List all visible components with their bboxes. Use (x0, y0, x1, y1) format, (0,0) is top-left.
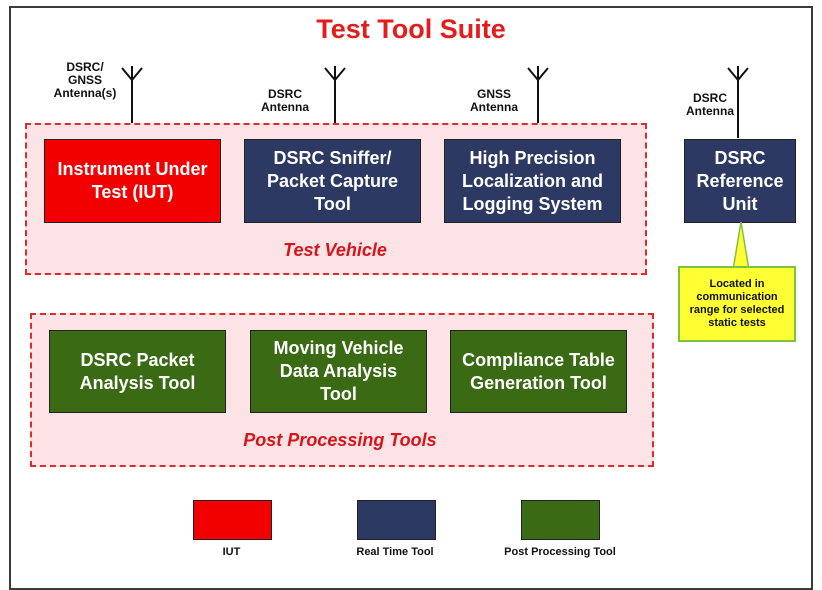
box-instrument-under-test-label: Instrument Under Test (IUT) (57, 159, 208, 202)
legend-label-real-time: Real Time Tool (356, 546, 434, 558)
antenna-label-gnss: GNSS Antenna (470, 87, 518, 114)
antenna-icon-reference (727, 66, 749, 138)
box-dsrc-packet-analysis-label: DSRC Packet Analysis Tool (79, 349, 196, 393)
antenna-label-iut: DSRC/ GNSS Antenna(s) (53, 60, 117, 100)
box-moving-vehicle-analysis-label: Moving Vehicle Data Analysis Tool (273, 338, 404, 404)
antenna-icon-sniffer (324, 66, 346, 138)
legend-swatch-iut (193, 500, 272, 540)
antenna-label-reference: DSRC Antenna (686, 91, 734, 118)
antenna-icon-iut (121, 66, 143, 138)
box-compliance-table-generation-label: Compliance Table Generation Tool (462, 349, 615, 393)
box-dsrc-reference-unit-label: DSRC Reference Unit (696, 147, 784, 214)
callout-connector (732, 222, 750, 270)
callout-located-in-range: Located in communication range for selec… (678, 266, 796, 342)
legend-label-iut: IUT (222, 546, 241, 558)
box-compliance-table-generation: Compliance Table Generation Tool (450, 330, 627, 413)
legend-swatch-post-processing (521, 500, 600, 540)
box-dsrc-sniffer-label: DSRC Sniffer/ Packet Capture Tool (266, 147, 399, 214)
test-vehicle-label: Test Vehicle (283, 240, 387, 260)
box-dsrc-reference-unit: DSRC Reference Unit (684, 139, 796, 223)
diagram-title: Test Tool Suite (316, 14, 506, 44)
legend-swatch-real-time (357, 500, 436, 540)
box-high-precision-localization: High Precision Localization and Logging … (444, 139, 621, 223)
box-dsrc-sniffer: DSRC Sniffer/ Packet Capture Tool (244, 139, 421, 223)
legend-label-post-processing: Post Processing Tool (504, 546, 616, 558)
antenna-icon-gnss (527, 66, 549, 138)
post-processing-label: Post Processing Tools (243, 430, 437, 450)
box-moving-vehicle-analysis: Moving Vehicle Data Analysis Tool (250, 330, 427, 413)
box-high-precision-localization-label: High Precision Localization and Logging … (461, 147, 603, 214)
box-dsrc-packet-analysis: DSRC Packet Analysis Tool (49, 330, 226, 413)
box-instrument-under-test: Instrument Under Test (IUT) (44, 139, 221, 223)
antenna-label-sniffer: DSRC Antenna (261, 87, 309, 114)
